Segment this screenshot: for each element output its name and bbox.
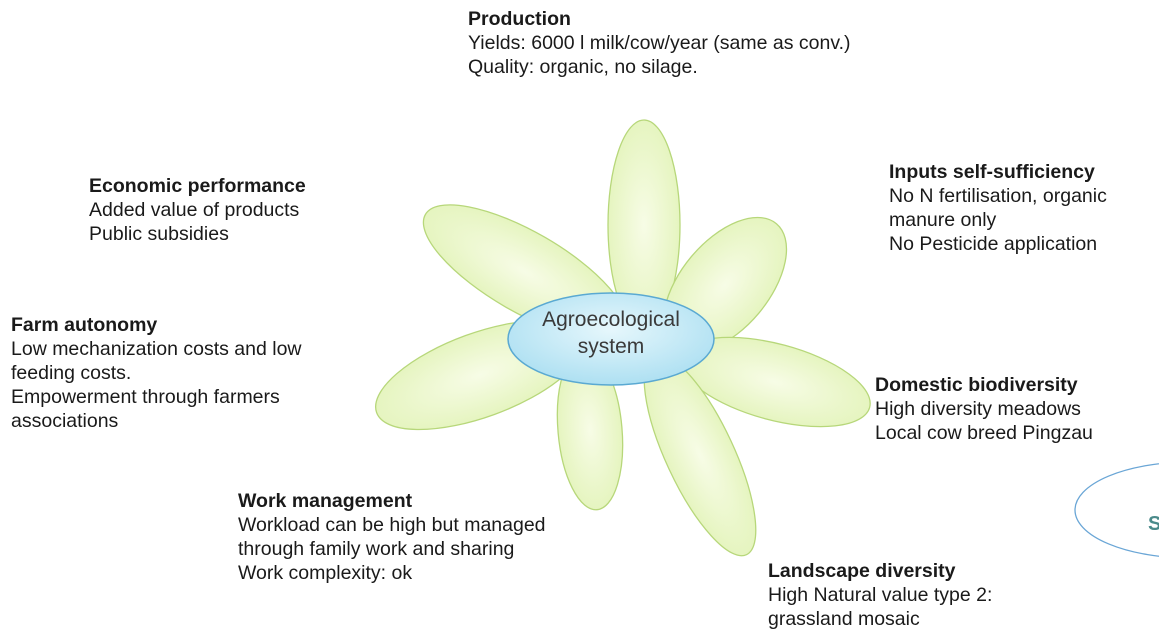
inputs-title: Inputs self-sufficiency <box>889 161 1095 183</box>
autonomy-line: associations <box>11 410 119 432</box>
autonomy-line: feeding costs. <box>11 362 132 384</box>
work-block: Work management Workload can be high but… <box>238 489 546 585</box>
center-ellipse <box>507 292 715 386</box>
production-line: Quality: organic, no silage. <box>468 56 698 78</box>
landscape-line: grassland mosaic <box>768 608 920 630</box>
inputs-line: No Pesticide application <box>889 233 1098 255</box>
economic-line: Public subsidies <box>89 223 229 245</box>
landscape-line: High Natural value type 2: <box>768 584 993 606</box>
inputs-line: manure only <box>889 209 997 231</box>
work-line: Workload can be high but managed <box>238 514 546 536</box>
production-block: Production Yields: 6000 l milk/cow/year … <box>468 7 851 79</box>
work-line: through family work and sharing <box>238 538 515 560</box>
production-title: Production <box>468 8 571 30</box>
inputs-line: No N fertilisation, organic <box>889 185 1107 207</box>
corner-ellipse <box>1074 463 1159 557</box>
biodiversity-title: Domestic biodiversity <box>875 374 1078 396</box>
economic-block: Economic performance Added value of prod… <box>89 174 306 246</box>
landscape-block: Landscape diversity High Natural value t… <box>768 559 992 631</box>
petals <box>374 119 871 557</box>
center-label-line-2: system <box>577 335 645 358</box>
work-title: Work management <box>238 490 413 512</box>
landscape-title: Landscape diversity <box>768 560 956 582</box>
biodiversity-block: Domestic biodiversity High diversity mea… <box>875 373 1093 445</box>
corner-fragment: S <box>1148 513 1159 535</box>
biodiversity-line: Local cow breed Pingzau <box>875 422 1093 444</box>
corner-shape: S <box>1074 463 1159 557</box>
autonomy-line: Empowerment through farmers <box>11 386 280 408</box>
economic-title: Economic performance <box>89 175 306 197</box>
biodiversity-line: High diversity meadows <box>875 398 1081 420</box>
center-label-line-1: Agroecological <box>542 308 680 331</box>
center-label: Agroecological system <box>508 306 714 360</box>
autonomy-block: Farm autonomy Low mechanization costs an… <box>11 313 302 433</box>
work-line: Work complexity: ok <box>238 562 413 584</box>
autonomy-line: Low mechanization costs and low <box>11 338 302 360</box>
inputs-block: Inputs self-sufficiency No N fertilisati… <box>889 160 1107 256</box>
production-line: Yields: 6000 l milk/cow/year (same as co… <box>468 32 851 54</box>
economic-line: Added value of products <box>89 199 300 221</box>
autonomy-title: Farm autonomy <box>11 314 158 336</box>
